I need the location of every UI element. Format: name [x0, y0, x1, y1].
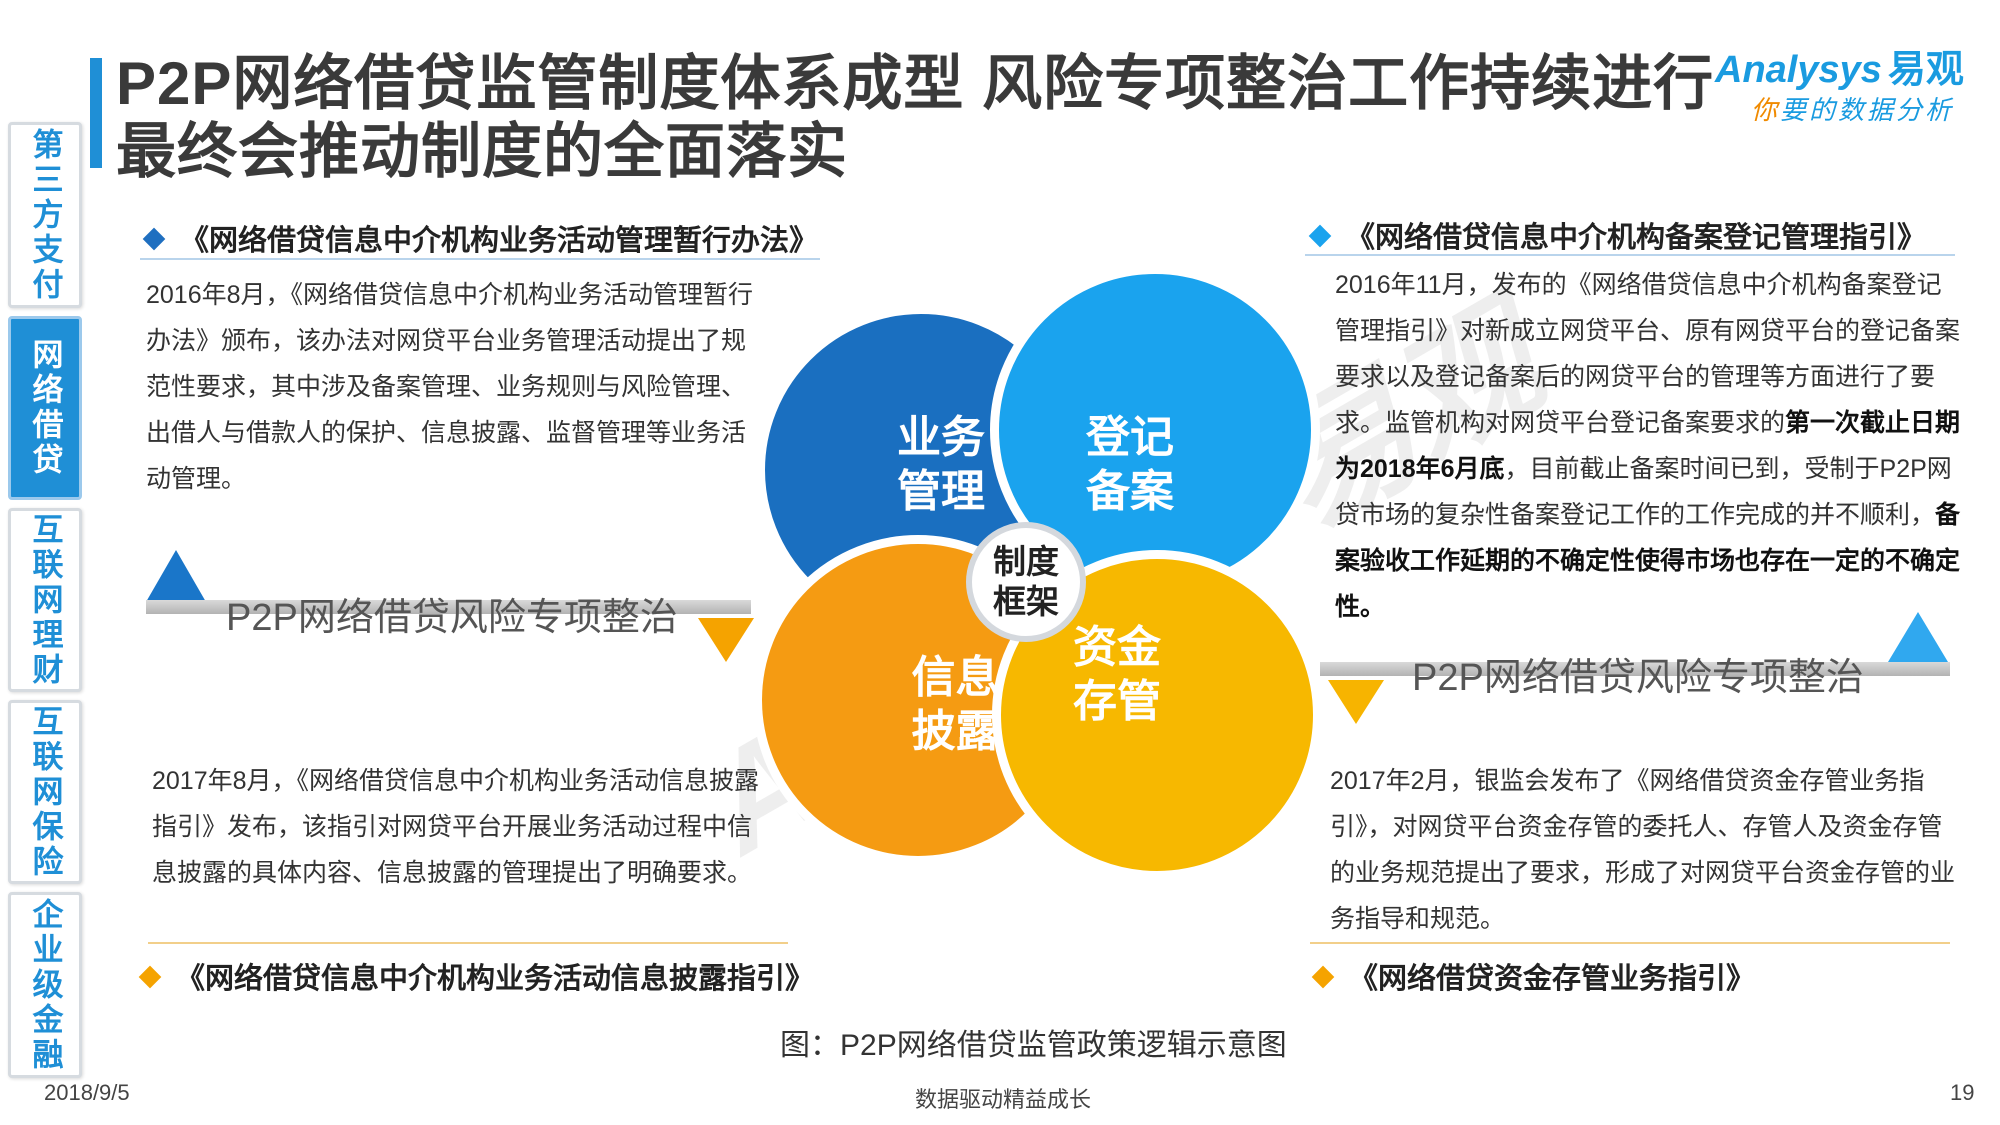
diamond-bullet-icon: [1311, 966, 1335, 989]
bottom-left-divider: [148, 942, 788, 944]
top-right-text-1: 2016年11月，发布的《网络借贷信息中介机构备案登记管理指引》对新成立网贷平台…: [1335, 271, 1961, 437]
left-banner-text: P2P网络借贷风险专项整治: [226, 597, 678, 639]
top-right-heading-text: 《网络借贷信息中介机构备案登记管理指引》: [1346, 222, 1927, 254]
triangle-up-icon: [146, 550, 206, 602]
diamond-bullet-icon: [1308, 225, 1332, 248]
footer-date: 2018/9/5: [44, 1080, 130, 1105]
top-left-heading-text: 《网络借贷信息中介机构业务活动管理暂行办法》: [180, 225, 819, 257]
bottom-right-heading: 《网络借贷资金存管业务指引》: [1311, 955, 1756, 997]
right-banner-bar: [1320, 662, 1950, 676]
triangle-down-icon: [698, 618, 754, 662]
footer-slogan: 数据驱动精益成长: [915, 1087, 1092, 1112]
bottom-left-text: 2017年8月，《网络借贷信息中介机构业务活动信息披露指引》发布，该指引对网贷平…: [152, 767, 760, 887]
top-left-text: 2016年8月，《网络借贷信息中介机构业务活动管理暂行办法》颁布，该办法对网贷平…: [146, 281, 754, 493]
bottom-right-divider: [1310, 942, 1950, 944]
logo-slogan-rest: 要的数据分析: [1780, 95, 1955, 125]
circle-label: 业务: [897, 413, 985, 462]
bottom-left-heading-text: 《网络借贷信息中介机构业务活动信息披露指引》: [176, 963, 815, 995]
circle-label: 信息: [911, 653, 1000, 702]
circle-label-group: 资金存管: [1073, 621, 1161, 729]
bottom-right-heading-text: 《网络借贷资金存管业务指引》: [1349, 963, 1756, 995]
figure-caption: 图：P2P网络借贷监管政策逻辑示意图: [780, 1029, 1287, 1062]
top-left-divider: [140, 258, 820, 260]
logo-slogan: 你要的数据分析: [1751, 90, 1954, 127]
circle-label: 登记: [1086, 413, 1174, 462]
circle-label-group: 信息披露: [912, 651, 1000, 759]
sidebar-item-online-lending[interactable]: 网络借贷: [8, 316, 82, 500]
title-accent-bar: [90, 58, 102, 168]
center-label-group: 制度框架: [993, 542, 1059, 622]
bottom-left-heading: 《网络借贷信息中介机构业务活动信息披露指引》: [138, 955, 815, 997]
footer-page-number: 19: [1950, 1080, 1975, 1105]
top-right-text-2: ，目前截止备案时间已到，受制于P2P网贷市场的复杂性备案登记工作的工作完成的并不…: [1335, 455, 1952, 529]
circle-label: 备案: [1086, 467, 1174, 516]
circle-label-group: 登记备案: [1086, 411, 1174, 519]
circle-label: 资金: [1073, 623, 1161, 672]
top-right-bold-2: 备案验收工作延期的不确定性使得市场也存在一定的不确定性。: [1335, 501, 1961, 621]
diamond-bullet-icon: [138, 966, 162, 989]
triangle-up-icon: [1888, 612, 1948, 662]
top-right-divider: [1305, 254, 1955, 256]
circle-label: 存管: [1073, 677, 1161, 726]
center-label: 制度: [993, 543, 1059, 580]
center-framework-circle: 制度框架: [966, 522, 1086, 642]
top-right-text: 2016年11月，发布的《网络借贷信息中介机构备案登记管理指引》对新成立网贷平台…: [1335, 262, 1965, 630]
logo-main-cn: 易观: [1887, 49, 1964, 91]
logo-main-en: Analysys: [1715, 49, 1882, 91]
bottom-right-text: 2017年2月，银监会发布了《网络借贷资金存管业务指引》，对网贷平台资金存管的委…: [1330, 767, 1956, 933]
top-left-heading: 《网络借贷信息中介机构业务活动管理暂行办法》: [142, 217, 819, 259]
center-label: 框架: [993, 583, 1059, 620]
sidebar-item-internet-wealth[interactable]: 互联网理财: [8, 508, 82, 692]
circle-label: 管理: [897, 467, 985, 516]
right-banner-text: P2P网络借贷风险专项整治: [1412, 657, 1864, 699]
sidebar-item-third-party-payment[interactable]: 第三方支付: [8, 122, 82, 308]
top-right-bold-1: 第一次截止日期为2018年6月底: [1335, 409, 1961, 483]
sidebar-item-internet-insurance[interactable]: 互联网保险: [8, 700, 82, 884]
sidebar-nav: 第三方支付 网络借贷 互联网理财 互联网保险 企业级金融: [8, 122, 82, 1082]
left-banner-bar: [146, 600, 751, 614]
circle-fund-custody: 资金存管: [992, 550, 1322, 880]
top-right-heading: 《网络借贷信息中介机构备案登记管理指引》: [1308, 214, 1927, 256]
circle-label-group: 业务管理: [897, 411, 985, 519]
logo-slogan-first: 你: [1751, 95, 1781, 125]
diamond-bullet-icon: [142, 228, 166, 251]
page-title: P2P网络借贷监管制度体系成型 风险专项整治工作持续进行最终会推动制度的全面落实: [116, 50, 1715, 185]
circle-label: 披露: [911, 707, 1000, 756]
triangle-down-icon: [1328, 680, 1384, 724]
sidebar-item-enterprise-finance[interactable]: 企业级金融: [8, 892, 82, 1078]
